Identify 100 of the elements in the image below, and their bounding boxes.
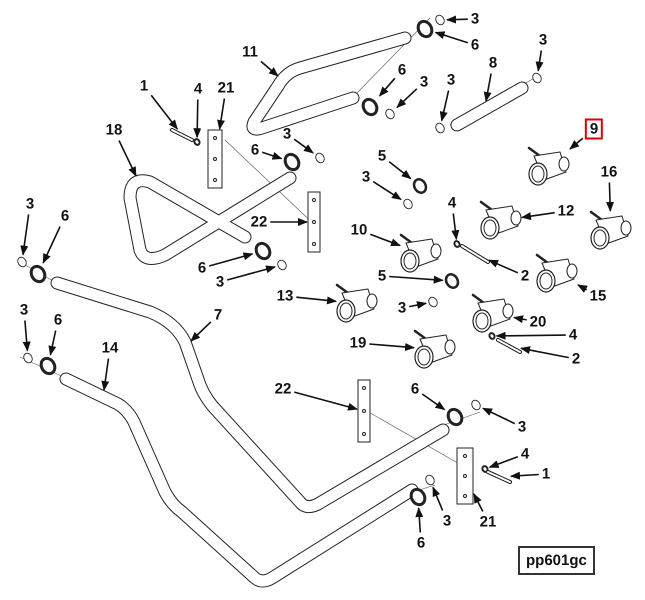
callout-number: 21 xyxy=(478,514,498,530)
o-ring xyxy=(17,256,27,268)
callout-number: 14 xyxy=(100,340,120,356)
washer xyxy=(488,332,496,340)
callout-number: 10 xyxy=(350,222,368,238)
pipe-fitting xyxy=(480,200,522,240)
o-ring xyxy=(23,352,33,364)
seal-ring xyxy=(362,98,378,116)
leader-arrow xyxy=(388,161,412,180)
leader-arrow xyxy=(520,346,569,358)
leader-arrow xyxy=(370,234,401,246)
callout-number: 6 xyxy=(250,142,260,158)
callout-number: 20 xyxy=(528,314,548,330)
callout-number: 4 xyxy=(446,194,458,212)
leader-arrow xyxy=(415,507,424,533)
leader-arrow xyxy=(262,152,282,160)
bolt xyxy=(460,244,490,264)
leader-arrow xyxy=(42,226,61,264)
leader-arrow xyxy=(409,301,427,309)
callout-number: 11 xyxy=(241,44,259,60)
bolt xyxy=(170,128,194,142)
callout-number: 21 xyxy=(216,80,236,96)
leader-arrow xyxy=(48,330,56,356)
callout-number: 4 xyxy=(568,326,578,344)
leader-arrow xyxy=(270,218,308,226)
leader-arrow xyxy=(482,408,516,424)
callout-number: 6 xyxy=(52,312,64,328)
leader-arrow xyxy=(101,358,110,391)
leader-arrow xyxy=(396,88,418,108)
bolt xyxy=(486,470,512,484)
pipe-fitting xyxy=(336,284,378,323)
leader-arrow xyxy=(294,138,314,154)
leader-arrow xyxy=(488,456,518,468)
collar-ring xyxy=(412,178,428,194)
leader-arrow xyxy=(451,213,460,240)
leader-arrow xyxy=(260,60,279,77)
leader-arrow xyxy=(389,276,444,284)
seal-ring xyxy=(254,242,272,260)
leader-arrow xyxy=(190,321,212,342)
o-ring xyxy=(403,198,413,210)
leader-arrow xyxy=(513,315,527,324)
leader-arrow xyxy=(296,296,337,304)
leader-arrow xyxy=(150,94,178,130)
callout-number: 19 xyxy=(348,334,368,352)
pipe-fitting xyxy=(414,330,456,369)
leader-arrow xyxy=(446,16,468,24)
callout-number: 6 xyxy=(410,380,420,398)
callout-number: 2 xyxy=(570,350,582,368)
mounting-bracket xyxy=(456,448,474,504)
seal-ring xyxy=(410,488,426,506)
callout-number: 1 xyxy=(138,78,150,94)
leader-arrow xyxy=(484,73,492,102)
o-ring xyxy=(532,72,542,84)
callout-number: 3 xyxy=(516,418,528,436)
leader-arrow xyxy=(193,99,202,138)
callout-number: 3 xyxy=(396,300,408,316)
callout-number: 13 xyxy=(276,288,294,304)
callout-number: 2 xyxy=(520,268,530,284)
callout-number: 1 xyxy=(540,466,552,482)
o-ring xyxy=(435,14,445,26)
washer xyxy=(453,240,461,248)
leader-arrow xyxy=(496,332,566,340)
callout-number: 3 xyxy=(360,168,372,186)
leader-arrow xyxy=(217,98,226,130)
callout-number: 4 xyxy=(192,80,204,98)
leader-arrow xyxy=(488,259,518,274)
callout-number: 3 xyxy=(18,302,30,318)
leader-arrow xyxy=(536,50,544,72)
leader-arrow xyxy=(510,472,539,480)
seal-ring xyxy=(40,356,56,376)
leader-arrow xyxy=(294,391,358,411)
callout-number: 9 xyxy=(584,118,604,140)
leader-arrow xyxy=(521,212,555,220)
o-ring xyxy=(277,260,287,270)
callout-number: 6 xyxy=(416,534,426,552)
collar-ring xyxy=(444,273,460,289)
callout-number: 3 xyxy=(446,72,456,88)
callout-number: 5 xyxy=(376,148,388,164)
callout-number: 3 xyxy=(442,512,452,530)
leader-arrow xyxy=(372,180,402,200)
callout-number: 12 xyxy=(556,202,576,220)
leader-arrow xyxy=(20,214,30,256)
callout-number: 3 xyxy=(214,274,226,290)
leader-arrow xyxy=(378,78,396,97)
leader-arrow xyxy=(432,486,444,511)
leader-arrow xyxy=(208,252,254,267)
pipe-fitting xyxy=(400,234,442,273)
leader-arrow xyxy=(440,90,450,122)
callout-number: 3 xyxy=(470,10,480,28)
seal-ring xyxy=(446,408,464,426)
mounting-bracket xyxy=(208,130,222,188)
pipe-fitting xyxy=(528,146,570,186)
leader-arrow xyxy=(434,31,468,44)
pipe-fitting xyxy=(472,294,514,333)
callout-number: 6 xyxy=(470,36,480,54)
callout-number: 3 xyxy=(24,196,36,212)
callout-number: 8 xyxy=(488,54,498,72)
leader-arrow xyxy=(22,320,31,352)
seal-ring xyxy=(416,20,434,38)
leader-arrow xyxy=(473,493,484,512)
